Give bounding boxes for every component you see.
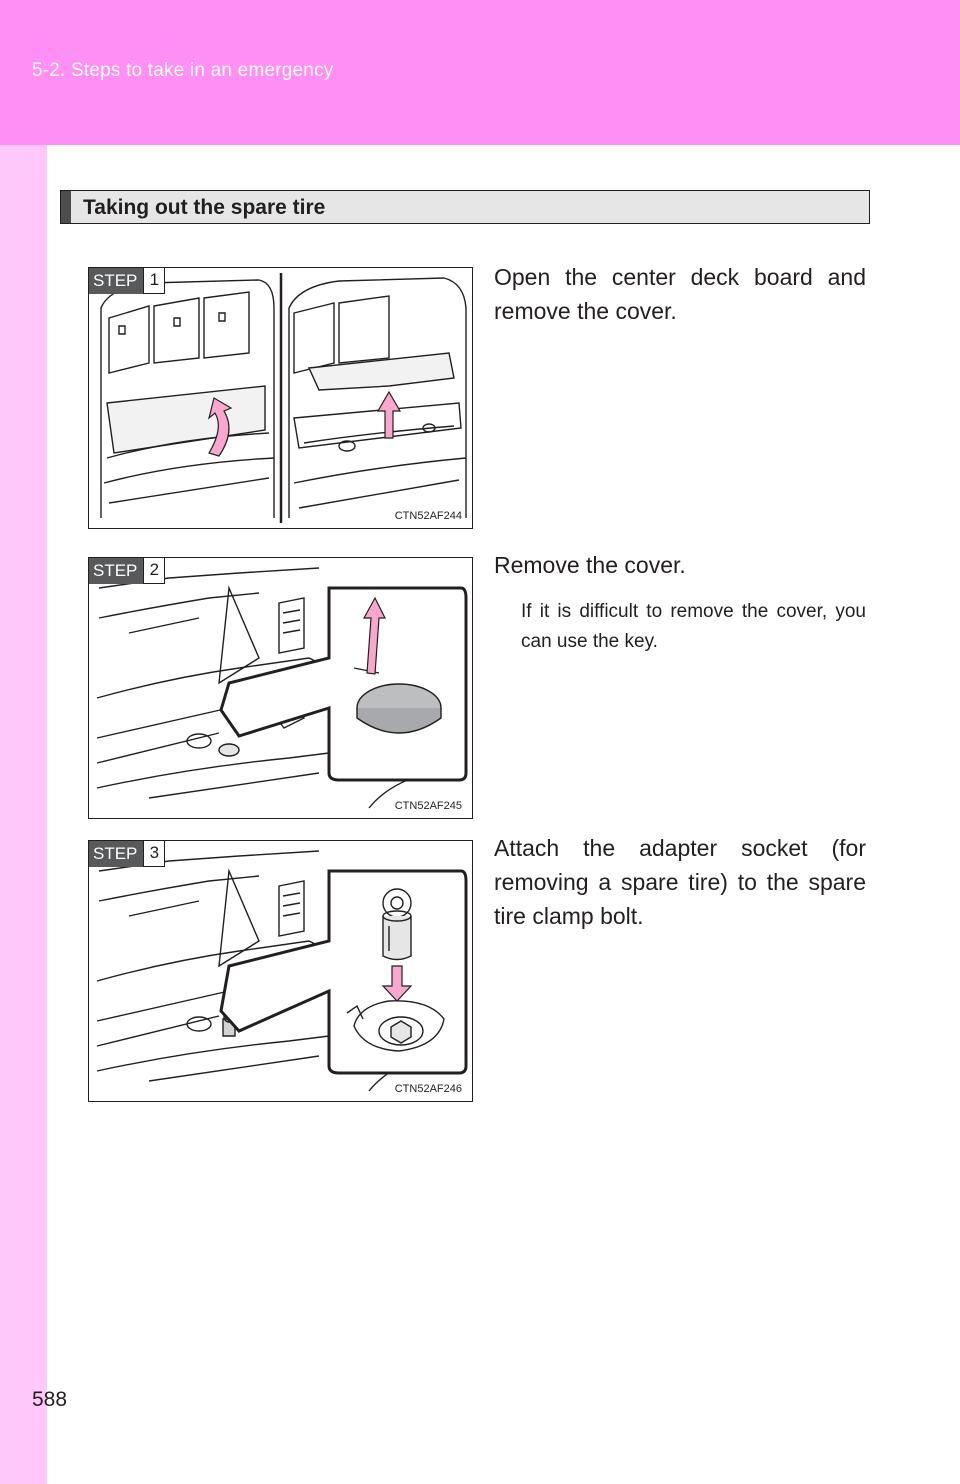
image-code: CTN52AF246 [394,1083,462,1095]
page-title: Taking out the spare tire [83,196,326,219]
step2-illustration: STEP 2 CTN52AF245 [88,557,473,819]
adapter-socket-drawing [96,850,468,1092]
step1-illustration: STEP 1 CTN52AF244 [88,267,473,529]
step-3-label: STEP 3 [89,841,166,867]
image-code: CTN52AF244 [394,510,462,522]
up-arrow-icon [362,596,386,675]
section-header: 5-2. Steps to take in an emergency [32,60,334,81]
heading-bar [61,191,71,223]
step-1-text: Open the center deck board and remove th… [494,264,866,324]
step-2-label: STEP 2 [89,558,166,584]
step-1-label: STEP 1 [89,268,166,294]
image-code: CTN52AF245 [394,800,462,812]
down-arrow-icon [381,965,413,1002]
step-3-text: Attach the adapter socket (for removing … [494,835,866,929]
step-2-note: If it is difficult to remove the cover, … [521,601,866,652]
step3-illustration: STEP 3 CTN52AF246 [88,840,473,1102]
deck-cover-drawing [96,567,468,809]
section-heading-box: Taking out the spare tire [60,190,870,224]
lift-arrow-icon [376,390,402,439]
step-2-text: Remove the cover. [494,552,686,578]
side-margin-band [0,145,47,1484]
cargo-area-drawing [100,273,467,523]
header-band [0,0,960,145]
page-number: 588 [32,1388,68,1411]
up-arrow-icon [207,397,233,457]
